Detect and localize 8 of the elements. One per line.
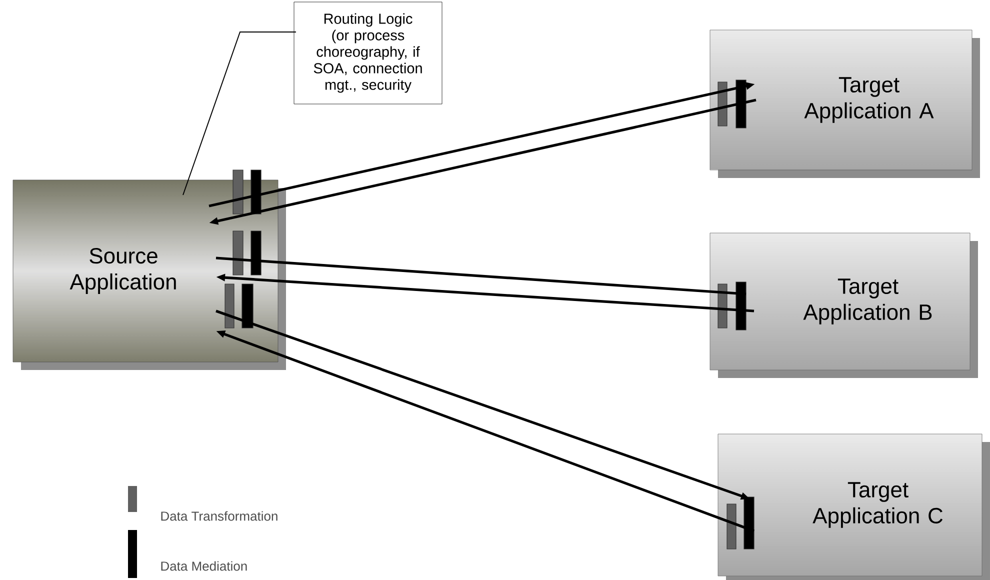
application-box: Source Application: [12, 180, 286, 370]
leader-line: [182, 32, 296, 196]
legend-label: Data Mediation: [161, 561, 247, 571]
callout-box: Routing Logic (or process choreography, if SOA, connection mgt., security: [294, 2, 442, 104]
application-box: Target Application C: [718, 434, 990, 580]
legend-label: Data Transformation: [161, 511, 278, 521]
application-box: Target Application A: [710, 30, 980, 178]
application-box: Target Application B: [710, 232, 978, 378]
